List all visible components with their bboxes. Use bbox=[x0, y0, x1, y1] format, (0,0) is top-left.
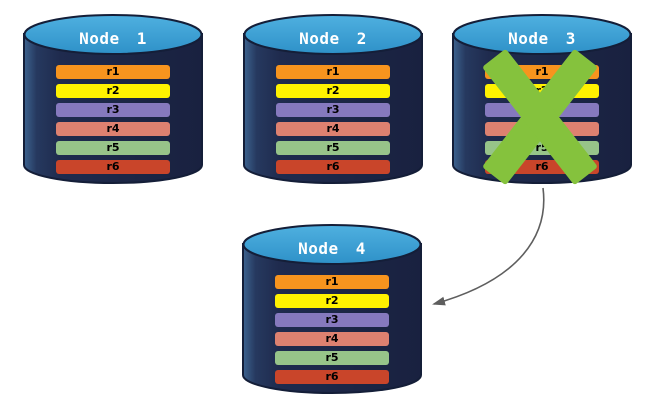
cylinder-top bbox=[242, 224, 422, 265]
node-1-row-r4: r4 bbox=[56, 122, 170, 136]
node-1-row-r1: r1 bbox=[56, 65, 170, 79]
node-4-row-r2: r2 bbox=[275, 294, 389, 308]
node-4-row-list: r1 r2 r3 r4 r5 r6 bbox=[275, 275, 389, 389]
cylinder-top bbox=[243, 14, 423, 55]
node-4: Node 4 r1 r2 r3 r4 r5 r6 bbox=[242, 223, 422, 395]
node-1-row-r2: r2 bbox=[56, 84, 170, 98]
node-2-row-r2: r2 bbox=[276, 84, 390, 98]
node-1-row-r5: r5 bbox=[56, 141, 170, 155]
node-4-row-r1: r1 bbox=[275, 275, 389, 289]
node-4-row-r4: r4 bbox=[275, 332, 389, 346]
node-1-row-r3: r3 bbox=[56, 103, 170, 117]
node-2-row-r6: r6 bbox=[276, 160, 390, 174]
node-1-row-list: r1 r2 r3 r4 r5 r6 bbox=[56, 65, 170, 179]
failover-arrow-path bbox=[432, 187, 545, 306]
node-2-row-r4: r4 bbox=[276, 122, 390, 136]
node-4-row-r5: r5 bbox=[275, 351, 389, 365]
node-4-row-r6: r6 bbox=[275, 370, 389, 384]
node-2-row-r3: r3 bbox=[276, 103, 390, 117]
node-1: Node 1 r1 r2 r3 r4 r5 r6 bbox=[23, 13, 203, 185]
cylinder-top bbox=[23, 14, 203, 55]
node-2: Node 2 r1 r2 r3 r4 r5 r6 bbox=[243, 13, 423, 185]
node-2-row-r5: r5 bbox=[276, 141, 390, 155]
node-1-title: Node 1 bbox=[79, 29, 147, 48]
node-2-row-list: r1 r2 r3 r4 r5 r6 bbox=[276, 65, 390, 179]
failure-x-icon bbox=[452, 13, 632, 186]
node-3-title: Node 3 bbox=[508, 29, 576, 48]
node-4-row-r3: r3 bbox=[275, 313, 389, 327]
node-2-row-r1: r1 bbox=[276, 65, 390, 79]
node-2-title: Node 2 bbox=[299, 29, 367, 48]
node-1-row-r6: r6 bbox=[56, 160, 170, 174]
cylinder-top bbox=[452, 14, 632, 55]
node-4-title: Node 4 bbox=[298, 239, 366, 258]
